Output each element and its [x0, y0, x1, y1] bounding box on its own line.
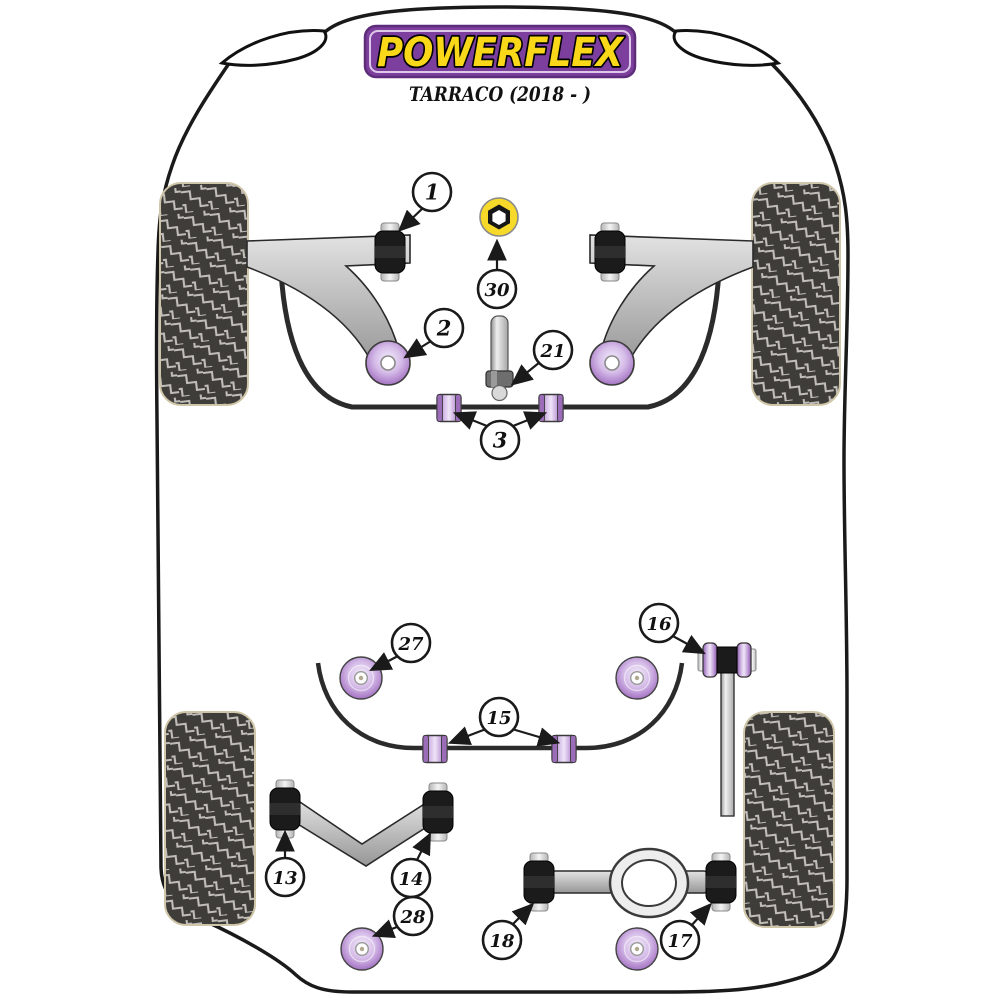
svg-text:13: 13	[272, 868, 297, 889]
svg-text:16: 16	[646, 614, 672, 635]
yellow-hex-mount-part	[479, 197, 519, 237]
front-wishbone-rear-bushing-right	[589, 340, 635, 386]
wheel-rear-right	[743, 711, 835, 928]
callout-27: 27	[390, 622, 432, 664]
left-mirror-icon	[218, 29, 328, 67]
callout-1: 1	[411, 171, 453, 213]
trailing-arm-front-bushing	[697, 642, 757, 678]
front-wishbone-front-bushing-left	[374, 222, 406, 282]
callout-28: 28	[392, 895, 434, 937]
car-body-outline	[154, 60, 850, 994]
wheel-front-right	[751, 182, 841, 406]
callout-16: 16	[638, 602, 680, 644]
rear-subframe-front-bushing-left	[339, 656, 383, 700]
rear-arb-bushing-left	[422, 734, 448, 764]
svg-text:27: 27	[397, 634, 424, 655]
svg-text:1: 1	[425, 180, 440, 205]
right-mirror-icon	[672, 29, 782, 67]
callout-21: 21	[532, 329, 574, 371]
callout-2: 2	[423, 307, 465, 349]
callout-15: 15	[478, 696, 520, 738]
callout-30: 30	[476, 268, 518, 310]
rear-anti-roll-bar	[315, 662, 685, 751]
callout-13: 13	[264, 856, 306, 898]
v-arm-outer-bushing	[269, 779, 301, 839]
front-arb-bushing-left	[436, 393, 462, 423]
svg-text:17: 17	[667, 931, 693, 952]
lower-engine-mount-link-part	[485, 315, 514, 402]
rear-upper-v-arm	[286, 798, 438, 867]
callout-17: 17	[659, 919, 701, 961]
rear-subframe-front-bushing-right	[615, 656, 659, 700]
lower-arm-outer-bushing	[705, 852, 737, 912]
wheel-rear-left	[164, 711, 256, 926]
model-title: TARRACO (2018 - )	[409, 82, 591, 106]
svg-text:15: 15	[486, 708, 511, 729]
leader-arrows	[275, 206, 712, 938]
svg-text:30: 30	[484, 280, 510, 301]
front-wishbone-rear-bushing-left	[365, 340, 411, 386]
v-arm-inner-bushing	[422, 782, 454, 842]
brand-logo-text: POWERFLEX	[377, 30, 625, 76]
rear-lower-arm	[544, 847, 708, 919]
front-wishbone-front-bushing-right	[594, 222, 626, 282]
powerflex-logo: POWERFLEX	[363, 24, 637, 79]
svg-text:18: 18	[489, 931, 515, 952]
rear-trailing-arm	[720, 657, 735, 817]
svg-text:2: 2	[436, 316, 452, 341]
svg-text:21: 21	[539, 341, 565, 362]
front-arb-bushing-right	[538, 393, 564, 423]
front-anti-roll-bar	[278, 270, 722, 410]
wheel-front-left	[159, 182, 249, 406]
rear-arb-bushing-right	[551, 734, 577, 764]
callout-3: 3	[479, 419, 521, 461]
callout-18: 18	[481, 919, 523, 961]
car-roof-outline	[316, 5, 684, 42]
callout-14: 14	[390, 857, 432, 899]
callouts: 1 2 30 21 3 27 16 15	[264, 171, 701, 961]
svg-text:28: 28	[399, 907, 426, 928]
lower-arm-inner-bushing	[523, 852, 555, 912]
svg-text:3: 3	[493, 428, 508, 453]
svg-text:14: 14	[398, 869, 423, 890]
rear-subframe-rear-bushing-right	[615, 927, 659, 971]
